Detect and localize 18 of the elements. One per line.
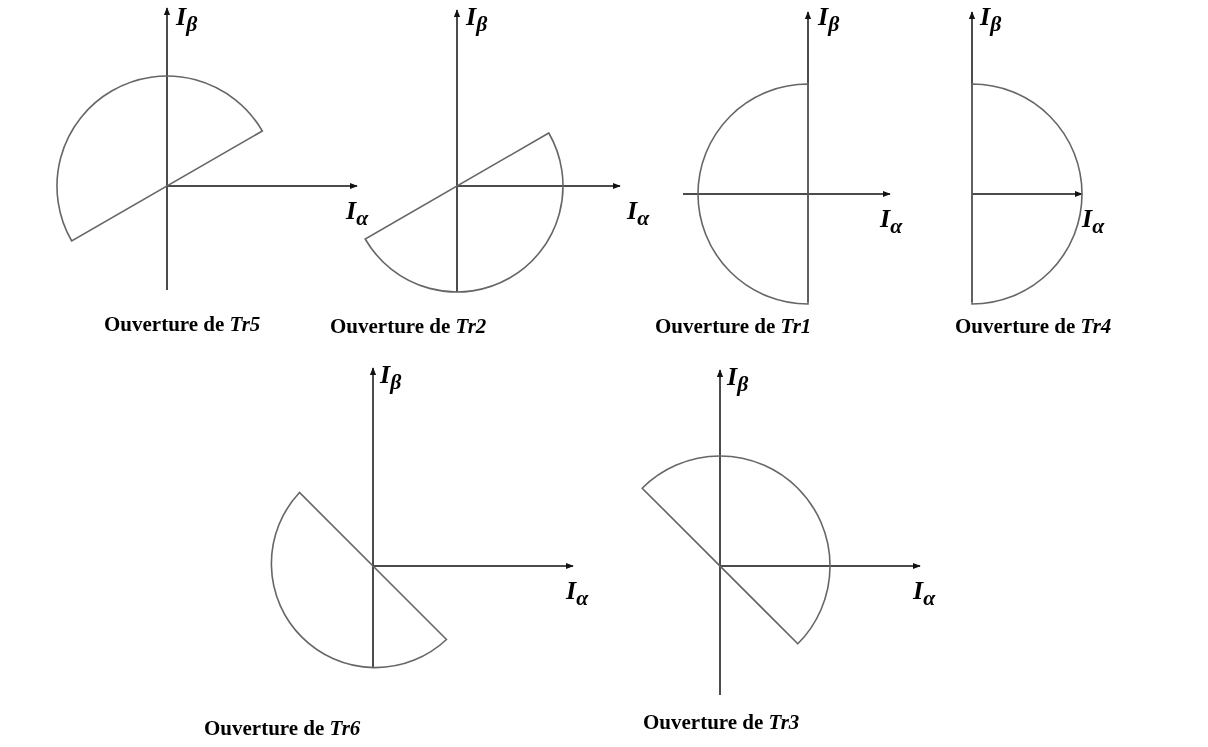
axis-label: I$_{β}$ [818,2,840,38]
axis-label: I$_{β}$ [176,2,198,38]
axis-label: I$_{α}$ [627,196,650,232]
axis-label: I$_{α}$ [1082,204,1105,240]
caption: Ouverture de Tr4 [955,314,1112,339]
caption: Ouverture de Tr1 [655,314,812,339]
caption: Ouverture de Tr3 [643,710,800,735]
axis-label: I$_{β}$ [980,2,1002,38]
axis-label: I$_{α}$ [913,576,936,612]
axis-label: I$_{β}$ [466,2,488,38]
axis-label: I$_{α}$ [346,196,369,232]
axis-label: I$_{α}$ [566,576,589,612]
caption: Ouverture de Tr6 [204,716,361,741]
caption: Ouverture de Tr5 [104,312,261,337]
axis-label: I$_{β}$ [727,362,749,398]
axis-label: I$_{α}$ [880,204,903,240]
axis-label: I$_{β}$ [380,360,402,396]
caption: Ouverture de Tr2 [330,314,487,339]
